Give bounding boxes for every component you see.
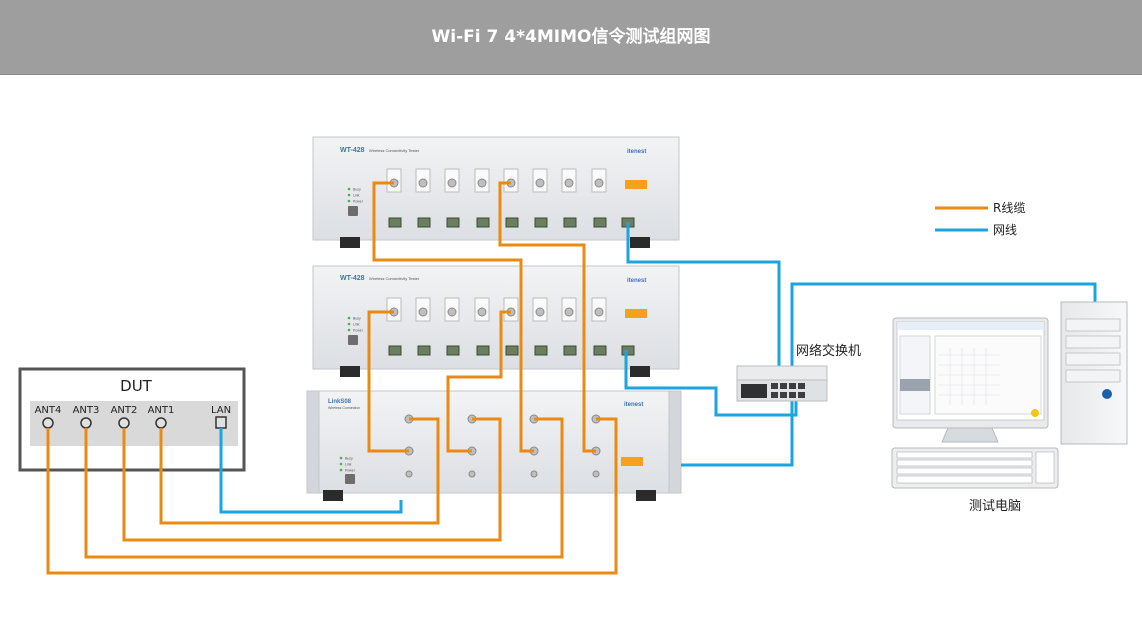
- led-label: Busy: [353, 317, 361, 321]
- rf-port-row: [386, 297, 607, 322]
- power-led: [1031, 409, 1039, 417]
- instrument-subtitle: Wireless Connection: [328, 406, 360, 410]
- pc-power-button: [1102, 389, 1112, 399]
- warning-label: [625, 309, 647, 318]
- instrument-subtitle: Wireless Connectivity Tester: [369, 276, 420, 281]
- led-label: Link: [353, 194, 360, 198]
- dut-port-label: ANT4: [35, 405, 62, 416]
- instrument-model: WT-428: [340, 275, 365, 282]
- instrument-model: WT-428: [340, 147, 365, 154]
- rf-cables: [46, 181, 618, 575]
- lan-cable: [624, 350, 798, 417]
- lan-cable: [219, 428, 403, 514]
- lan-cable: [681, 282, 1097, 467]
- brand-logo: itenest: [627, 149, 646, 155]
- led-label: Power: [353, 200, 364, 204]
- rf-cable: [498, 181, 596, 453]
- power-button: [348, 335, 358, 345]
- legend-rf-label: R线缆: [993, 201, 1025, 215]
- pc-label: 测试电脑: [969, 499, 1021, 514]
- rf-cable: [122, 417, 502, 542]
- legend-lan-label: 网线: [993, 223, 1017, 237]
- instrument-model: LinkS08: [328, 399, 352, 405]
- led-label: Power: [345, 469, 356, 473]
- rf-cable: [84, 417, 564, 559]
- rf-cable: [367, 310, 409, 453]
- brand-logo: itenest: [627, 278, 646, 284]
- test-pc: 测试电脑: [891, 301, 1128, 514]
- links08-box: LinkS08 Wireless Connection itenest Busy…: [306, 390, 682, 501]
- switch-label: 网络交换机: [796, 343, 861, 359]
- rf-cable: [372, 181, 534, 453]
- rf-cable: [159, 417, 440, 525]
- warning-label: [621, 457, 643, 466]
- lan-port-row: [388, 345, 635, 356]
- dut-port-label: ANT2: [111, 405, 138, 416]
- led-label: Link: [345, 463, 352, 467]
- network-switch: 网络交换机: [736, 343, 861, 402]
- dut-port-label: ANT3: [73, 405, 100, 416]
- lan-port-row: [388, 217, 635, 228]
- ant2-port: [118, 417, 130, 429]
- ant4-port: [42, 417, 54, 429]
- dut-box: DUT ANT4 ANT3 ANT2 ANT1 LAN: [18, 367, 246, 472]
- warning-label: [625, 180, 647, 189]
- power-button: [348, 206, 358, 216]
- ant3-port: [80, 417, 92, 429]
- dut-label: DUT: [120, 377, 153, 395]
- led-label: Link: [353, 323, 360, 327]
- wt428-top: WT-428 Wireless Connectivity Tester iten…: [312, 136, 680, 248]
- led-label: Power: [353, 329, 364, 333]
- instrument-subtitle: Wireless Connectivity Tester: [369, 148, 420, 153]
- page-title: Wi-Fi 7 4*4MIMO信令测试组网图: [431, 27, 711, 47]
- brand-logo: itenest: [624, 402, 643, 408]
- led-label: Busy: [345, 457, 353, 461]
- power-button: [345, 474, 355, 484]
- ant1-port: [155, 417, 167, 429]
- rf-cable: [46, 417, 618, 575]
- rf-cable: [446, 310, 511, 453]
- lan-port: [215, 416, 227, 429]
- wt428-middle: WT-428 Wireless Connectivity Tester iten…: [312, 265, 680, 377]
- led-label: Busy: [353, 188, 361, 192]
- header-bar: Wi-Fi 7 4*4MIMO信令测试组网图: [0, 0, 1142, 75]
- dut-port-label: ANT1: [148, 405, 175, 416]
- legend: R线缆 网线: [935, 201, 1025, 237]
- dut-port-label: LAN: [211, 405, 231, 416]
